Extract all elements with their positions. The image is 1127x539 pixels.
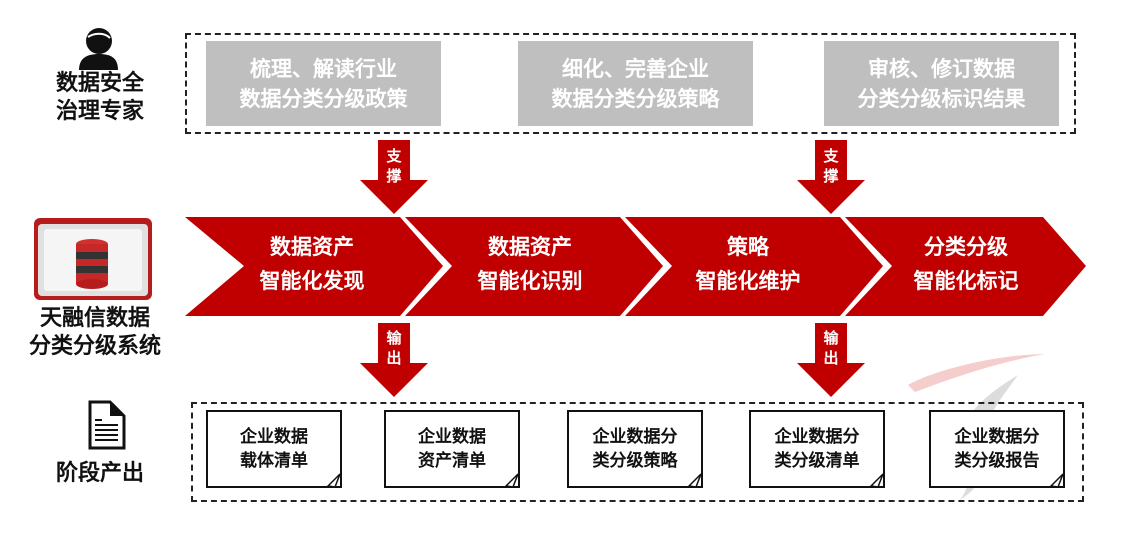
deliverable-1: 企业数据 载体清单 <box>206 410 342 488</box>
output-arrow-label-1: 输 出 <box>379 328 409 368</box>
deliverable-line: 企业数据分 <box>774 427 860 447</box>
support-arrow-1 <box>360 140 428 214</box>
deliverables-container <box>191 402 1084 502</box>
expert-task-line: 数据分类分级策略 <box>551 86 720 111</box>
deliverable-line: 企业数据分 <box>592 427 678 447</box>
process-step-1: 数据资产 智能化发现 <box>212 230 412 298</box>
deliverable-line: 类分级报告 <box>954 451 1040 471</box>
arrow-char: 输 <box>823 329 839 347</box>
expert-task-line: 数据分类分级政策 <box>239 86 408 111</box>
output-arrow-2 <box>797 323 865 397</box>
deliverable-line: 企业数据 <box>418 427 486 447</box>
process-step-line: 数据资产 <box>270 235 354 259</box>
output-arrow-label-2: 输 出 <box>816 328 846 368</box>
process-step-line: 分类分级 <box>924 235 1008 259</box>
process-step-3: 策略 智能化维护 <box>648 230 848 298</box>
role-label-line: 数据安全 <box>55 71 144 96</box>
expert-task-line: 细化、完善企业 <box>562 56 709 81</box>
process-step-line: 智能化标记 <box>913 269 1019 293</box>
role-label-line: 治理专家 <box>55 99 144 124</box>
deliverable-4: 企业数据分 类分级清单 <box>749 410 885 488</box>
role-label-line: 天融信数据 <box>39 306 150 331</box>
process-step-line: 智能化发现 <box>259 269 365 293</box>
process-step-4: 分类分级 智能化标记 <box>866 230 1066 298</box>
process-chevron-1 <box>185 217 443 316</box>
role-label-line: 分类分级系统 <box>28 334 161 359</box>
expert-task-line: 审核、修订数据 <box>868 56 1015 81</box>
deliverable-2: 企业数据 资产清单 <box>384 410 520 488</box>
deliverable-line: 载体清单 <box>240 451 308 471</box>
arrow-char: 输 <box>386 329 402 347</box>
deliverable-line: 类分级策略 <box>592 451 678 471</box>
process-step-2: 数据资产 智能化识别 <box>430 230 630 298</box>
process-chevron-3 <box>625 217 883 316</box>
role-label-line: 阶段产出 <box>55 461 144 486</box>
process-step-line: 策略 <box>727 235 769 259</box>
deliverable-line: 资产清单 <box>418 451 486 471</box>
arrow-char: 支 <box>386 147 402 165</box>
output-arrow-1 <box>360 323 428 397</box>
expert-task-line: 梳理、解读行业 <box>250 56 397 81</box>
deliverable-3: 企业数据分 类分级策略 <box>567 410 703 488</box>
arrow-char: 支 <box>823 147 839 165</box>
database-server-icon <box>34 218 152 300</box>
expert-task-1: 梳理、解读行业 数据分类分级政策 <box>206 41 441 126</box>
deliverable-line: 企业数据 <box>240 427 308 447</box>
expert-task-line: 分类分级标识结果 <box>857 86 1026 111</box>
process-chevron-4 <box>845 217 1086 316</box>
person-icon <box>79 28 118 70</box>
process-chevron-2 <box>405 217 663 316</box>
role-label-expert: 数据安全 治理专家 <box>40 70 160 126</box>
role-label-output: 阶段产出 <box>40 460 160 488</box>
deliverable-line: 企业数据分 <box>954 427 1040 447</box>
process-step-line: 智能化维护 <box>695 269 801 293</box>
process-step-line: 数据资产 <box>488 235 572 259</box>
expert-task-2: 细化、完善企业 数据分类分级策略 <box>518 41 753 126</box>
arrow-char: 出 <box>823 349 839 367</box>
deliverable-5: 企业数据分 类分级报告 <box>929 410 1065 488</box>
support-arrow-2 <box>797 140 865 214</box>
support-arrow-label-2: 支 撑 <box>816 146 846 186</box>
arrow-char: 出 <box>386 349 402 367</box>
role-label-system: 天融信数据 分类分级系统 <box>15 305 175 361</box>
expert-task-3: 审核、修订数据 分类分级标识结果 <box>824 41 1059 126</box>
expert-tasks-container <box>185 33 1076 134</box>
arrow-char: 撑 <box>823 167 839 185</box>
process-step-line: 智能化识别 <box>477 269 583 293</box>
document-icon <box>88 400 126 450</box>
support-arrow-label-1: 支 撑 <box>379 146 409 186</box>
arrow-char: 撑 <box>386 167 402 185</box>
deliverable-line: 类分级清单 <box>774 451 860 471</box>
